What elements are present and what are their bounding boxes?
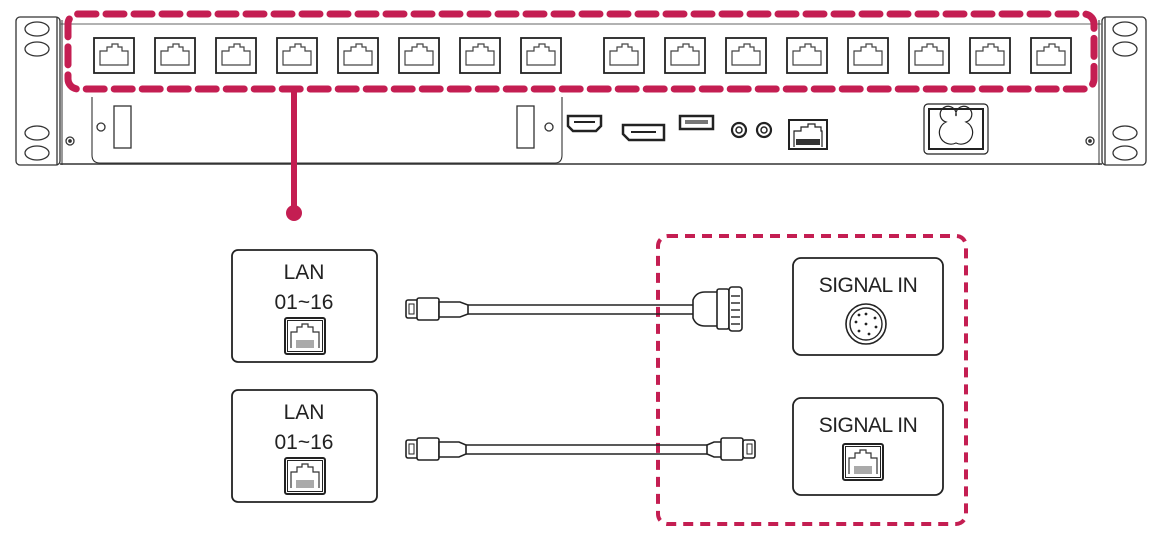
circular-connector-plug (692, 286, 743, 332)
connection-2: LAN 01~16 SIGNAL IN (231, 389, 944, 503)
lan-range-label: 01~16 (275, 291, 334, 314)
lan-port-4 (276, 37, 318, 74)
lan-port-1 (93, 37, 135, 74)
rear-io (566, 103, 989, 155)
lan-ports-highlight (64, 10, 1098, 93)
mount-slot (24, 21, 50, 37)
lan-port-8 (520, 37, 562, 74)
lan-port-14 (908, 37, 950, 74)
screw-icon (65, 136, 75, 146)
lan-source-box: LAN 01~16 (231, 389, 378, 503)
lan-port-16 (1030, 37, 1072, 74)
mount-slot (24, 41, 50, 57)
lan-port-3 (215, 37, 257, 74)
lan-port-6 (398, 37, 440, 74)
rj45-jack-icon (842, 443, 884, 481)
mount-slot (24, 125, 50, 141)
mount-slot (1112, 125, 1138, 141)
rj45-jack-icon (284, 317, 326, 355)
mount-slot (1112, 41, 1138, 57)
lan-cable (405, 437, 756, 461)
lan-port-15 (969, 37, 1011, 74)
card-slot-handle (113, 105, 132, 149)
lan-port-13 (847, 37, 889, 74)
rack-device (15, 16, 1147, 166)
lan-label: LAN (284, 261, 325, 284)
connection-1: LAN 01~16 SIGNAL IN (231, 249, 944, 363)
callout-pointer (286, 89, 302, 221)
display-inputs-highlight (656, 234, 968, 526)
circular-connector-icon (845, 303, 887, 345)
usb-port-icon (678, 114, 715, 131)
lan-source-box: LAN 01~16 (231, 249, 378, 363)
lan-port-7 (459, 37, 501, 74)
mount-slot (24, 145, 50, 161)
lan-port-9 (603, 37, 645, 74)
right-rack-ear (1101, 16, 1147, 166)
lan-port-row (93, 37, 1072, 74)
rj45-jack-icon (284, 457, 326, 495)
mount-slot (1112, 21, 1138, 37)
power-inlet-icon (923, 103, 989, 155)
lan-port-2 (154, 37, 196, 74)
signal-in-label: SIGNAL IN (819, 414, 918, 437)
lan-port-11 (725, 37, 767, 74)
signal-in-box: SIGNAL IN (792, 397, 944, 496)
lan-label: LAN (284, 401, 325, 424)
panel-screw (544, 122, 554, 132)
audio-jack-icon (755, 121, 773, 139)
rj45-port-icon (788, 119, 828, 150)
lan-port-10 (664, 37, 706, 74)
lan-range-label: 01~16 (275, 431, 334, 454)
lan-port-5 (337, 37, 379, 74)
card-slot-handle (516, 105, 535, 149)
displayport-icon (621, 123, 666, 142)
hdmi-port-icon (566, 114, 603, 133)
mount-slot (1112, 145, 1138, 161)
lan-port-12 (786, 37, 828, 74)
screw-icon (1085, 136, 1095, 146)
panel-screw (96, 122, 106, 132)
lan-cable (405, 297, 693, 321)
left-rack-ear (15, 16, 61, 166)
signal-in-box: SIGNAL IN (792, 257, 944, 356)
audio-jack-icon (730, 121, 748, 139)
signal-in-label: SIGNAL IN (819, 274, 918, 297)
